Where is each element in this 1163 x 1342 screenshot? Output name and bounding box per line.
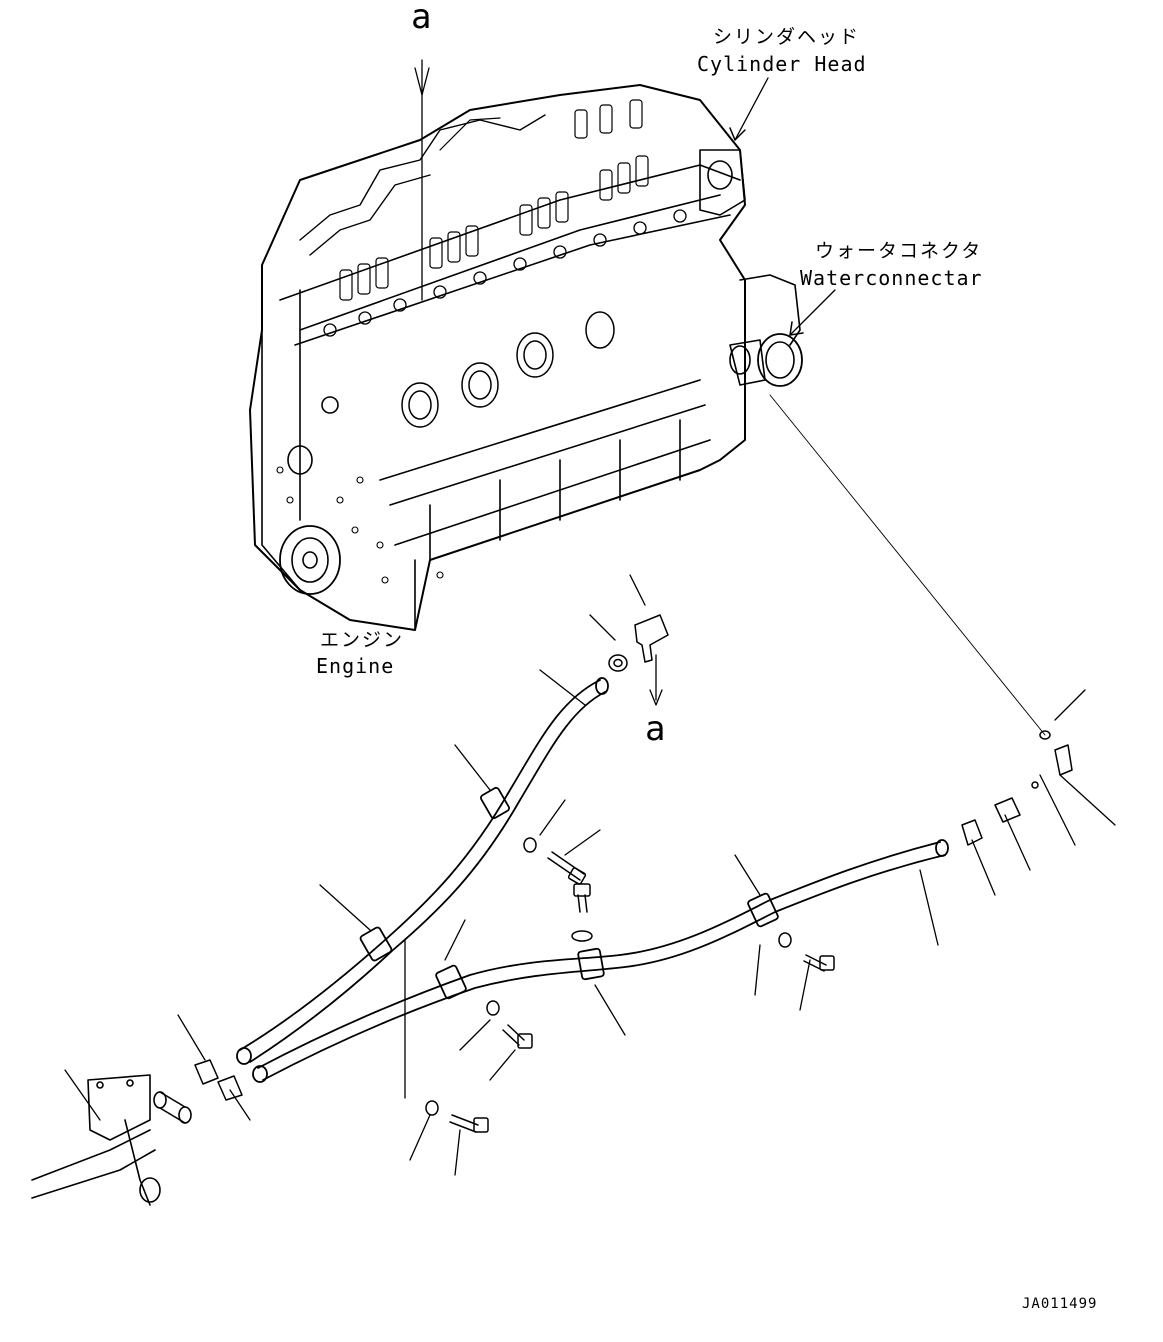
drawing-code: JA011499 bbox=[1022, 1296, 1098, 1312]
hoses bbox=[236, 677, 949, 1083]
engine-label-en: Engine bbox=[316, 654, 395, 678]
cylinder-head-label-en: Cylinder Head bbox=[697, 52, 867, 76]
water-connector-label-jp: ウォータコネクタ bbox=[815, 240, 983, 262]
engine-assembly bbox=[249, 84, 803, 631]
engine-label-jp: エンジン bbox=[320, 629, 405, 651]
fasteners bbox=[194, 614, 1073, 1133]
leader-lines bbox=[64, 59, 1116, 1176]
reference-a-bottom: a bbox=[645, 709, 666, 749]
cylinder-head-label-jp: シリンダヘッド bbox=[713, 26, 861, 48]
reference-a-top: a bbox=[411, 0, 432, 37]
radiator-bracket bbox=[31, 1074, 192, 1206]
water-connector-label-en: Waterconnectar bbox=[800, 266, 983, 290]
